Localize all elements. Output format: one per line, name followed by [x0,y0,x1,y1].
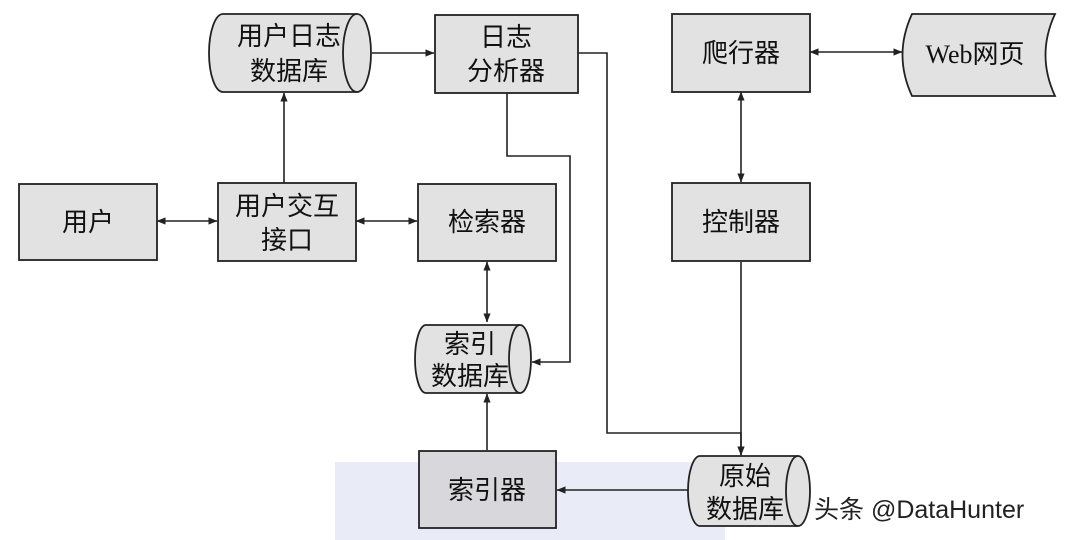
user-label: 用户 [62,208,114,238]
user-interaction-interface: 用户交互 接口 [217,182,357,262]
log-analyzer-label-line1: 日志 [480,23,532,53]
retriever-label: 检索器 [448,208,526,238]
index-database-label-line1: 索引 [444,330,496,360]
log-analyzer-label-line2: 分析器 [467,57,545,87]
user-interaction-interface-label-line1: 用户交互 [235,192,339,222]
crawler-box [671,13,811,93]
user-log-database-label-line1: 用户日志 [237,22,341,52]
raw-database-label-line1: 原始 [719,462,771,492]
raw-database-label-line2: 数据库 [706,495,784,525]
web-pages: Web网页 [901,13,1057,97]
log-analyzer: 日志 分析器 [434,14,579,94]
index-database-inner-arc [508,324,521,394]
retriever: 检索器 [417,183,557,262]
indexer: 索引器 [418,450,557,529]
retriever-box [417,183,557,262]
indexer-box [418,450,557,529]
user-box [18,183,158,261]
controller: 控制器 [671,182,811,262]
web-pages-shape [901,13,1057,97]
crawler-label: 爬行器 [702,39,780,69]
user-interaction-interface-box [217,182,357,262]
controller-label: 控制器 [702,208,780,238]
log-analyzer-box [434,14,579,94]
user: 用户 [18,183,158,261]
indexer-label: 索引器 [448,476,526,506]
watermark-text: 头条 @DataHunter [814,496,1024,524]
controller-box [671,182,811,262]
crawler: 爬行器 [671,13,811,93]
user-log-database-inner-arc [342,13,358,93]
web-pages-label: Web网页 [926,40,1025,69]
user-interaction-interface-label-line2: 接口 [261,226,313,256]
connectors [156,48,903,494]
user-log-database-label-line2: 数据库 [250,57,328,87]
connector-analyzer-indexdb [506,93,571,366]
index-database-label-line2: 数据库 [431,362,509,392]
raw-database-inner-arc [785,455,799,527]
index-database: 索引 数据库 [414,324,532,394]
raw-database: 原始 数据库 [687,455,811,527]
user-log-database: 用户日志 数据库 [208,13,372,93]
